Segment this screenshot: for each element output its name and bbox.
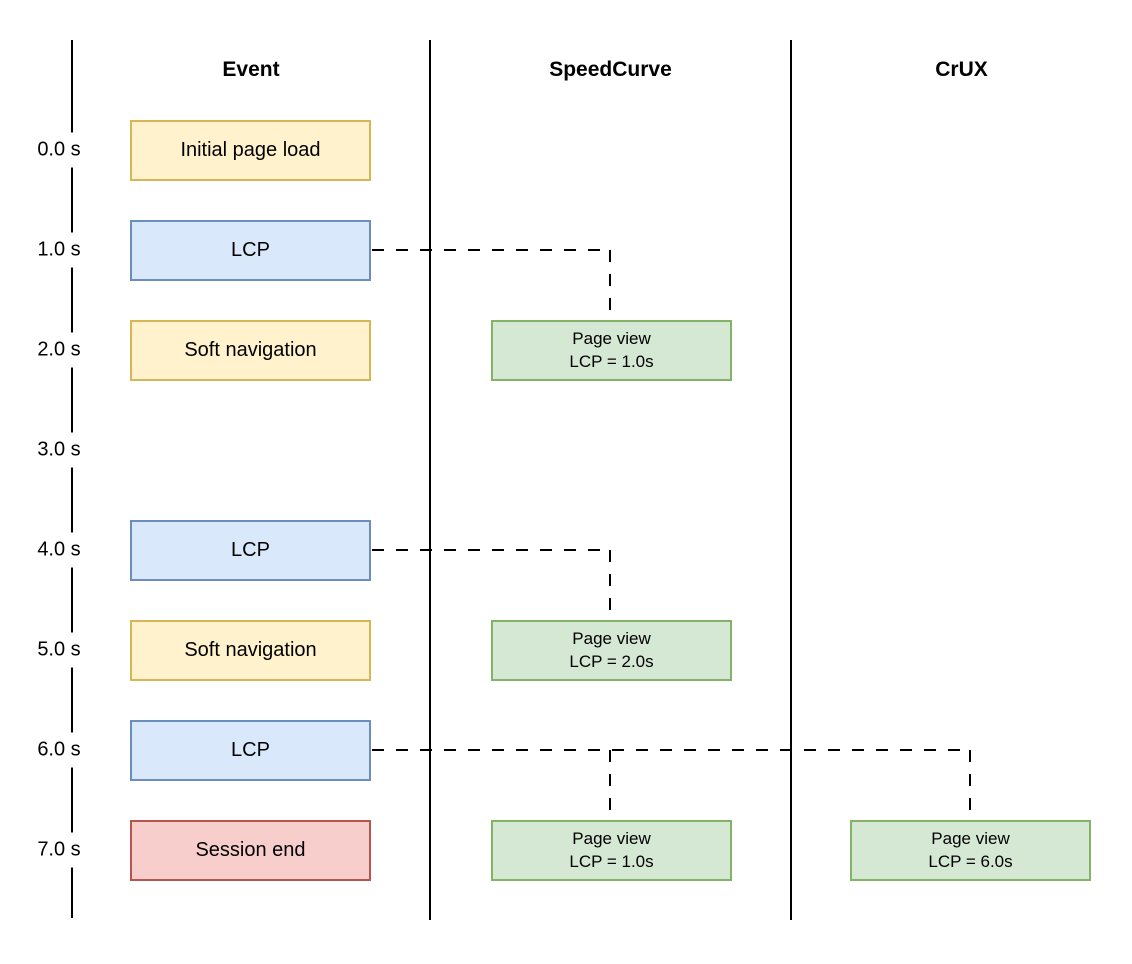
event-box-label: Session end [195, 839, 306, 861]
connector-vertical [969, 750, 971, 820]
connector-horizontal [372, 749, 972, 751]
event-box: Session end [130, 819, 371, 881]
measurement-box-line: LCP = 2.0s [569, 652, 654, 671]
time-tick-label: 4.0 s [30, 532, 88, 568]
time-tick-label: 1.0 s [30, 232, 88, 268]
column-header-crux: CrUX [935, 58, 988, 81]
event-box-label: LCP [231, 239, 270, 261]
time-tick-label: 3.0 s [30, 432, 88, 468]
measurement-box-line: Page view [572, 329, 651, 348]
event-box-label: LCP [231, 539, 270, 561]
event-box: Soft navigation [130, 319, 371, 381]
event-box-label: LCP [231, 739, 270, 761]
event-box-label: Soft navigation [184, 639, 317, 661]
column-header-speedcurve: SpeedCurve [549, 58, 672, 81]
column-divider-event-speedcurve [429, 40, 431, 920]
measurement-box-line: Page view [572, 829, 651, 848]
time-tick-label: 7.0 s [30, 832, 88, 868]
connector-vertical [609, 550, 611, 620]
event-box: LCP [130, 719, 371, 781]
connector-horizontal [372, 249, 612, 251]
event-box-label: Soft navigation [184, 339, 317, 361]
column-divider-speedcurve-crux [790, 40, 792, 920]
event-box: LCP [130, 519, 371, 581]
connector-vertical [609, 250, 611, 320]
event-box: Soft navigation [130, 619, 371, 681]
column-header-event: Event [222, 58, 280, 81]
event-box: Initial page load [130, 119, 371, 181]
time-tick-label: 0.0 s [30, 132, 88, 168]
measurement-box-line: Page view [572, 629, 651, 648]
measurement-box-line: Page view [931, 829, 1010, 848]
measurement-box-line: LCP = 1.0s [569, 852, 654, 871]
time-tick-label: 6.0 s [30, 732, 88, 768]
time-tick-label: 5.0 s [30, 632, 88, 668]
connector-horizontal [372, 549, 612, 551]
event-box: LCP [130, 219, 371, 281]
time-tick-label: 2.0 s [30, 332, 88, 368]
event-box-label: Initial page load [180, 139, 321, 161]
connector-vertical [609, 750, 611, 820]
measurement-box-line: LCP = 1.0s [569, 352, 654, 371]
timeline-axis [71, 40, 73, 918]
measurement-box-line: LCP = 6.0s [928, 852, 1013, 871]
